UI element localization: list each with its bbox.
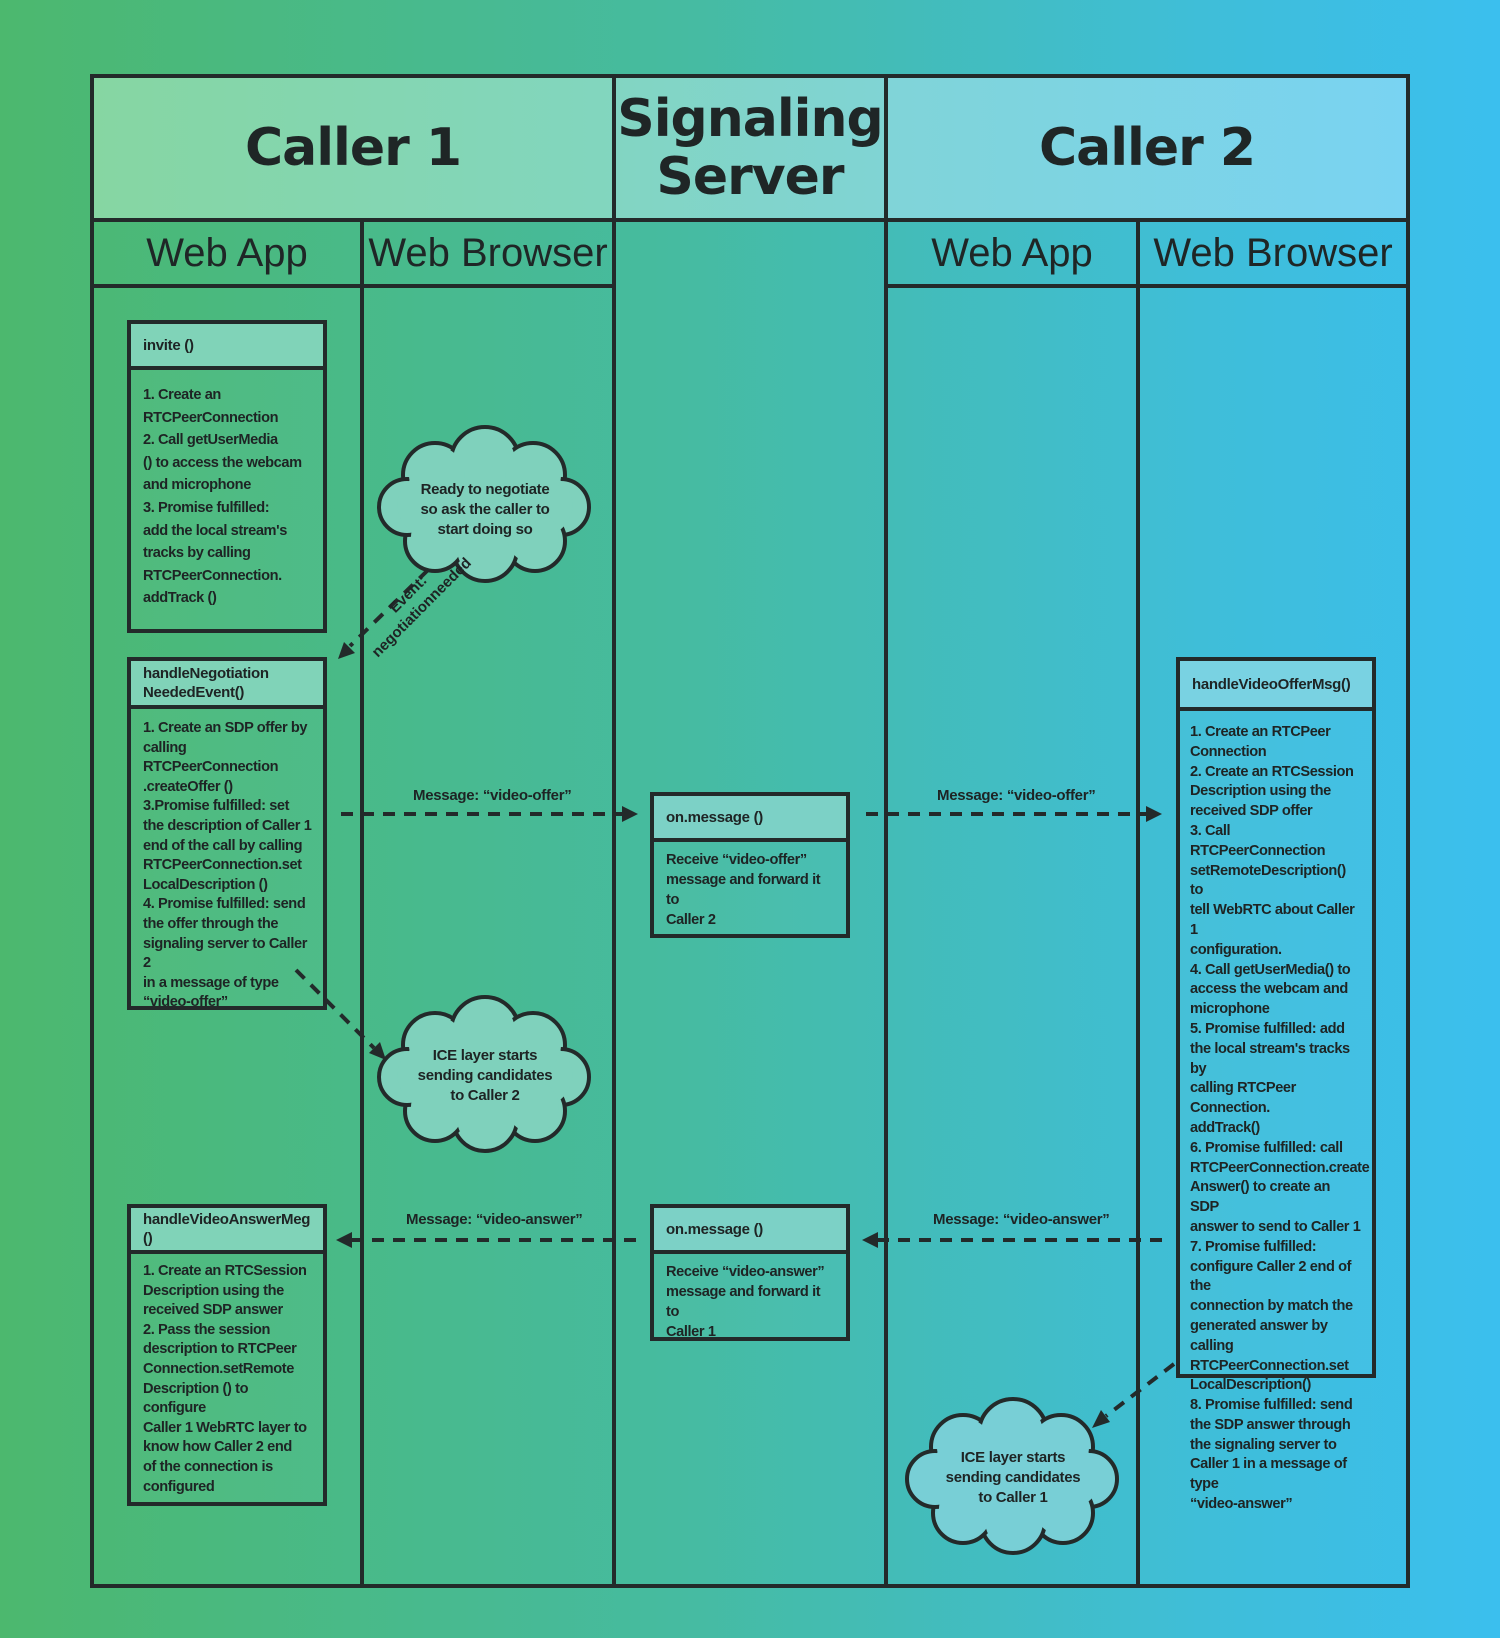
caller1-title: Caller 1 — [244, 118, 462, 178]
negotiation-box-title: handleNegotiation NeededEvent() — [131, 661, 323, 709]
invite-box-title: invite () — [131, 324, 323, 370]
answer-msg-box-title: handleVideoAnswerMeg () — [131, 1208, 323, 1254]
caller2-web-browser-header: Web Browser — [1153, 230, 1393, 275]
offer-msg-box-title: handleVideoOfferMsg() — [1180, 661, 1372, 711]
message-video-answer-label-1: Message: “video-answer” — [406, 1211, 583, 1228]
arrow-negotiationneeded — [348, 568, 430, 648]
server-offer-box-body: Receive “video-offer” message and forwar… — [666, 852, 821, 929]
caller1-header-bg — [92, 76, 614, 220]
arrow-ice-c1 — [1104, 1362, 1176, 1418]
caller2-web-app-header: Web App — [931, 230, 1093, 275]
answer-msg-box: handleVideoAnswerMeg () 1. Create an RTC… — [127, 1204, 327, 1506]
invite-box: invite () 1. Create an RTCPeerConnection… — [127, 320, 327, 633]
server-offer-box: on.message () Receive “video-offer” mess… — [650, 792, 850, 938]
negotiation-box: handleNegotiation NeededEvent() 1. Creat… — [127, 657, 327, 1010]
answer-msg-box-body: 1. Create an RTCSession Description usin… — [143, 1263, 307, 1495]
message-video-offer-label-1: Message: “video-offer” — [413, 787, 572, 804]
server-offer-box-title: on.message () — [654, 796, 846, 842]
caller1-web-browser-header: Web Browser — [368, 230, 608, 275]
arrow-ice-c2 — [294, 968, 376, 1050]
signaling-server-title: Signaling Server — [617, 89, 884, 207]
cloud-ice-c1-text: ICE layer starts sending candidates to C… — [945, 1449, 1081, 1506]
offer-msg-box-body: 1. Create an RTCPeer Connection 2. Creat… — [1190, 724, 1370, 1513]
caller1-web-app-header: Web App — [146, 230, 308, 275]
negotiation-box-body: 1. Create an SDP offer by calling RTCPee… — [143, 720, 312, 1011]
caller2-header-bg — [886, 76, 1408, 220]
message-video-offer-label-2: Message: “video-offer” — [937, 787, 1096, 804]
cloud-ready-text: Ready to negotiate so ask the caller to … — [420, 481, 550, 538]
server-answer-box-body: Receive “video-answer” message and forwa… — [666, 1264, 825, 1341]
invite-box-body: 1. Create an RTCPeerConnection 2. Call g… — [143, 387, 302, 607]
server-answer-box: on.message () Receive “video-answer” mes… — [650, 1204, 850, 1341]
caller2-title: Caller 2 — [1038, 118, 1256, 178]
server-answer-box-title: on.message () — [654, 1208, 846, 1254]
cloud-ice-c2-text: ICE layer starts sending candidates to C… — [417, 1047, 553, 1104]
signaling-header-bg — [614, 76, 886, 220]
offer-msg-box: handleVideoOfferMsg() 1. Create an RTCPe… — [1176, 657, 1376, 1512]
message-video-answer-label-2: Message: “video-answer” — [933, 1211, 1110, 1228]
